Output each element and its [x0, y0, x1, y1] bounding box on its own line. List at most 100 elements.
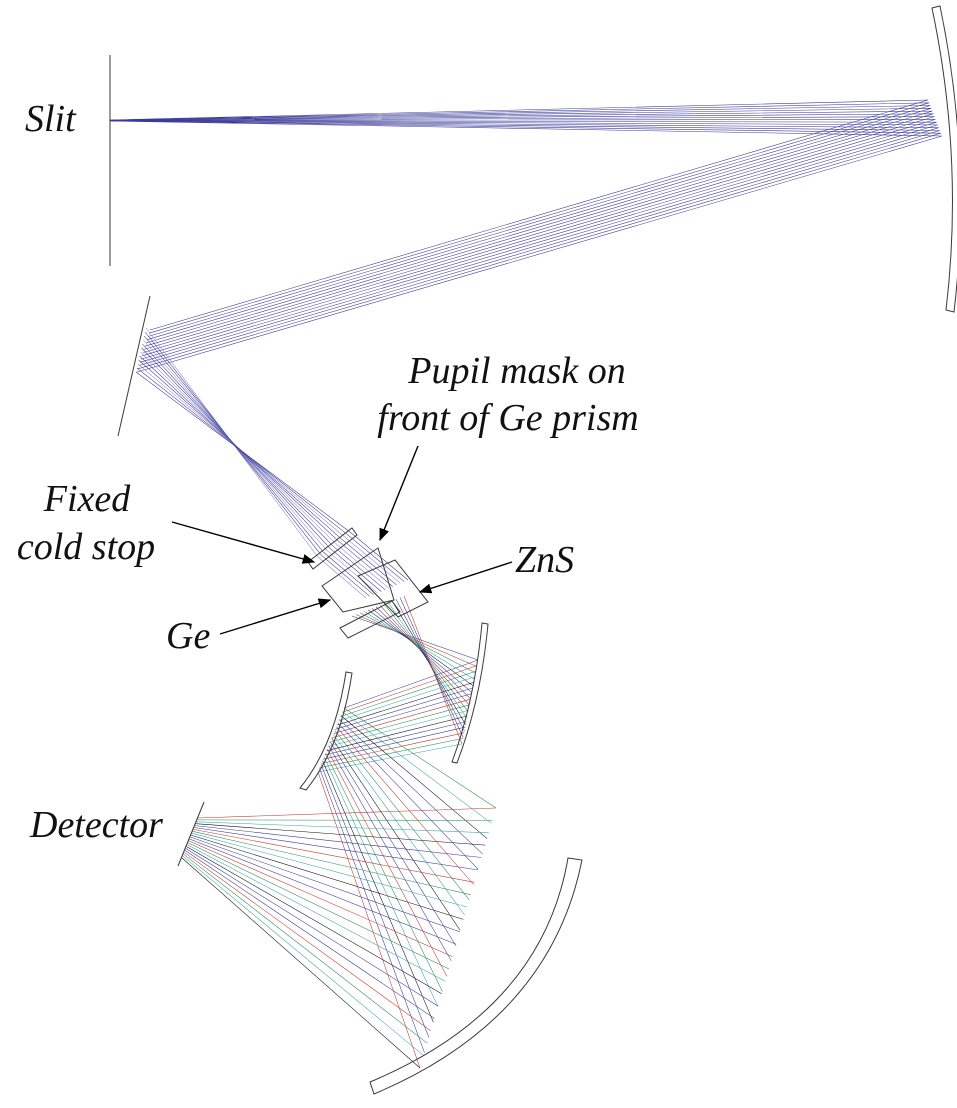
mirror1-mirror2-ray: [333, 693, 472, 734]
ge-label: Ge: [166, 615, 210, 657]
zns-arrow: [418, 561, 513, 594]
slit-collimator-ray: [109, 113, 934, 347]
ray-bundles: [109, 99, 943, 1069]
mirror2-mirror3-ray: [322, 760, 434, 1023]
mirror3-detector-ray: [190, 836, 460, 933]
fold-mirror: [117, 295, 151, 437]
mirror3-detector-ray: [188, 840, 453, 957]
prism-mirror1-ray: [371, 608, 472, 693]
mirror2-mirror3-ray: [336, 726, 474, 885]
mirror3-detector-ray: [194, 827, 478, 871]
mirror3-detector-ray: [184, 850, 435, 1019]
mirror2-mirror3-ray: [342, 711, 492, 824]
ge-prism: [321, 547, 395, 613]
slit-collimator-ray: [109, 99, 929, 331]
slit-collimator-ray: [109, 120, 938, 360]
detector-plane: [177, 801, 205, 867]
mirror3-detector-ray: [184, 852, 432, 1032]
fold-prism-ray: [138, 359, 397, 586]
mirror3-detector-ray: [194, 825, 482, 858]
mirror1-mirror2-ray: [319, 738, 464, 768]
slit-collimator-ray: [109, 102, 930, 334]
mirror1-mirror2-ray: [331, 698, 471, 739]
slit-label: Slit: [25, 98, 77, 140]
zns-prism: [357, 559, 429, 618]
zns-label: ZnS: [515, 539, 574, 581]
mirror3-detector-ray: [187, 844, 446, 982]
mirror2-mirror3-ray: [331, 737, 461, 931]
slit-collimator-ray: [109, 120, 937, 357]
prism-exit-plate: [339, 600, 401, 639]
camera-mirror-3: [369, 857, 583, 1095]
fold-prism-ray: [136, 367, 405, 582]
fold-prism-ray: [144, 331, 370, 597]
fixed-cold-stop-label-line1: Fixed: [43, 478, 132, 520]
optical-surfaces: [109, 5, 957, 1095]
ge-arrow: [219, 598, 332, 635]
pupil-mask-label-line2: front of Ge prism: [377, 397, 638, 439]
prism-mirror1-ray: [355, 614, 477, 667]
fold-prism-ray: [142, 343, 382, 592]
prism-mirror1-ray: [351, 615, 479, 661]
slit-collimator-ray: [109, 108, 932, 340]
slit-collimator-ray: [109, 120, 941, 370]
mirror3-detector-ray: [193, 829, 475, 883]
fold-prism-ray: [143, 335, 374, 595]
prism-mirror1-ray: [403, 595, 463, 745]
prism-mirror1-ray: [359, 612, 476, 674]
labels: Slit Pupil mask on front of Ge prism Fix…: [17, 98, 639, 846]
mirror1-mirror2-ray: [337, 682, 474, 726]
fold-prism-ray: [140, 351, 390, 589]
mirror1-mirror2-ray: [338, 676, 475, 722]
pointer-arrows: [171, 445, 513, 635]
mirror3-detector-ray: [197, 807, 497, 819]
mirror2-mirror3-ray: [333, 734, 465, 916]
fold-prism-ray: [135, 371, 409, 581]
mirror3-detector-ray: [191, 834, 464, 920]
mirror3-detector-ray: [195, 823, 486, 846]
mirror1-mirror2-ray: [324, 721, 467, 756]
camera-mirror-1: [451, 622, 489, 764]
mirror3-detector-ray: [185, 848, 439, 1007]
cold-stop-arrow: [171, 521, 316, 564]
mirror3-detector-ray: [183, 853, 428, 1044]
mirror3-detector-ray: [196, 821, 489, 834]
mirror3-detector-ray: [197, 819, 493, 821]
collimator-mirror: [931, 5, 957, 313]
fold-prism-ray: [137, 363, 401, 584]
slit-collimator-ray: [109, 120, 943, 373]
mirror2-mirror3-ray: [325, 753, 443, 992]
mirror3-detector-ray: [186, 846, 442, 994]
slit-collimator-ray: [109, 120, 940, 366]
mirror2-mirror3-ray: [326, 749, 448, 977]
mirror2-mirror3-ray: [340, 715, 488, 839]
prism-mirror1-ray: [367, 609, 474, 687]
mirror3-detector-ray: [192, 831, 471, 895]
fold-prism-ray: [139, 355, 393, 587]
mirror2-mirror3-ray: [320, 764, 430, 1038]
detector-label: Detector: [29, 804, 163, 846]
fixed-cold-stop: [307, 527, 358, 570]
mirror1-mirror2-ray: [317, 743, 463, 773]
slit-collimator-ray: [109, 110, 933, 344]
mirror1-mirror2-ray: [340, 670, 476, 717]
mirror1-mirror2-ray: [342, 665, 477, 713]
mirror1-mirror2-ray: [335, 687, 473, 730]
camera-mirror-2: [299, 671, 353, 791]
mirror1-mirror2-ray: [330, 704, 470, 743]
fold-prism-ray: [141, 347, 386, 591]
mirror2-mirror3-ray: [319, 768, 425, 1053]
mirror3-detector-ray: [189, 838, 457, 945]
mirror2-mirror3-ray: [337, 722, 479, 870]
pupil-mask-label-line1: Pupil mask on: [407, 350, 625, 392]
mirror3-detector-ray: [181, 857, 421, 1069]
mirror1-mirror2-ray: [328, 710, 469, 747]
slit-collimator-ray: [109, 105, 931, 337]
mirror3-detector-ray: [182, 855, 424, 1056]
slit-collimator-ray: [109, 119, 936, 353]
slit-collimator-ray: [109, 120, 939, 363]
mirror2-mirror3-ray: [329, 741, 457, 946]
mirror3-detector-ray: [187, 842, 450, 970]
mirror2-mirror3-ray: [323, 756, 439, 1007]
